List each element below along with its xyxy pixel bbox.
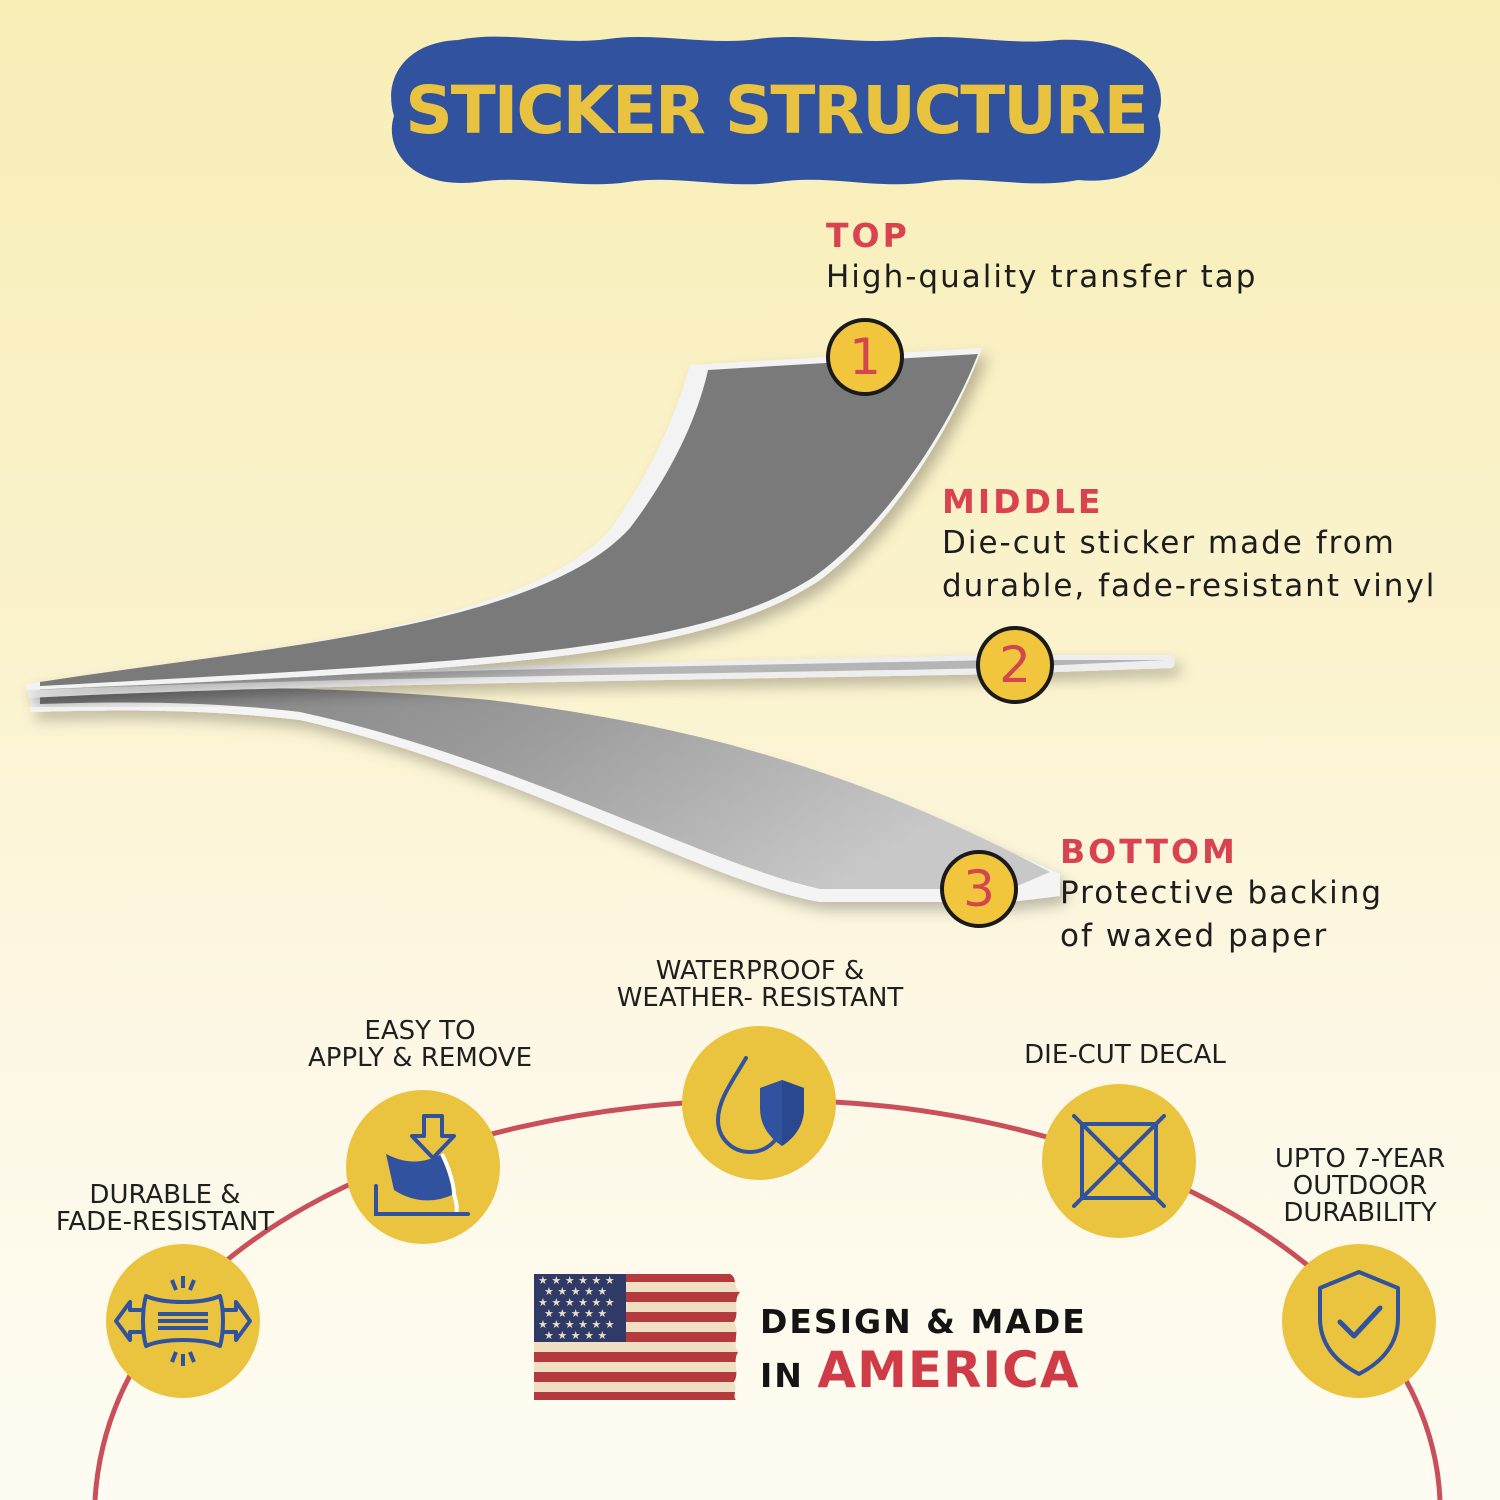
layer-description: durable, fade-resistant vinyl: [942, 568, 1437, 604]
layer-label-top: TOP High-quality transfer tap: [826, 216, 1257, 299]
feature-label-durable: DURABLE & FADE-RESISTANT: [20, 1182, 310, 1236]
feature-label-line: DURABLE &: [89, 1180, 241, 1210]
layer-description: of waxed paper: [1060, 918, 1329, 954]
made-in-line2: IN AMERICA: [760, 1342, 1087, 1404]
feature-label-easy-apply: EASY TO APPLY & REMOVE: [270, 1018, 570, 1072]
feature-label-line: APPLY & REMOVE: [307, 1043, 532, 1073]
feature-label-line: WEATHER- RESISTANT: [616, 983, 904, 1013]
made-in-prefix: IN: [760, 1356, 804, 1395]
stretch-icon: [114, 1276, 252, 1366]
layer-heading: TOP: [826, 216, 910, 255]
feature-label-line: EASY TO: [364, 1016, 476, 1046]
title-badge: [391, 36, 1162, 185]
svg-text:★ ★ ★ ★ ★: ★ ★ ★ ★ ★: [544, 1285, 607, 1298]
svg-text:★ ★ ★ ★ ★: ★ ★ ★ ★ ★: [544, 1307, 607, 1320]
feature-label-line: OUTDOOR: [1292, 1171, 1428, 1201]
feature-label-line: UPTO 7-YEAR: [1274, 1144, 1446, 1174]
feature-label-outdoor-durability: UPTO 7-YEAR OUTDOOR DURABILITY: [1230, 1146, 1490, 1227]
made-in-america: DESIGN & MADE IN AMERICA: [760, 1302, 1087, 1404]
feature-circle-die-cut: [1042, 1084, 1196, 1238]
feature-label-waterproof: WATERPROOF & WEATHER- RESISTANT: [600, 958, 920, 1012]
feature-label-die-cut: DIE-CUT DECAL: [990, 1042, 1260, 1069]
water-shield-icon: [715, 1056, 804, 1155]
layer-description: Die-cut sticker made from: [942, 525, 1396, 561]
layer-number-2: 2: [976, 626, 1054, 704]
us-flag-icon: ★ ★ ★ ★ ★ ★ ★ ★ ★ ★ ★ ★ ★ ★ ★ ★ ★ ★ ★ ★ …: [534, 1274, 740, 1400]
layer-label-middle: MIDDLE Die-cut sticker made from durable…: [942, 482, 1436, 608]
sticker-layers-illustration: [26, 348, 1175, 902]
layer-heading: BOTTOM: [1060, 832, 1238, 871]
layer-description: High-quality transfer tap: [826, 259, 1258, 295]
layer-description: Protective backing: [1060, 875, 1384, 911]
made-in-country: AMERICA: [817, 1341, 1080, 1399]
feature-label-line: WATERPROOF &: [655, 956, 865, 986]
layer-label-bottom: BOTTOM Protective backing of waxed paper: [1060, 832, 1383, 958]
feature-circle-durable: [106, 1244, 260, 1398]
shield-check-icon: [1318, 1270, 1400, 1376]
feature-circle-outdoor-durability: [1282, 1244, 1436, 1398]
feature-label-line: DIE-CUT DECAL: [1024, 1040, 1226, 1070]
svg-text:★ ★ ★ ★ ★: ★ ★ ★ ★ ★: [544, 1329, 607, 1342]
page-title: STICKER STRUCTURE: [405, 72, 1149, 149]
apply-remove-icon: [374, 1114, 470, 1216]
svg-text:★ ★ ★ ★ ★ ★: ★ ★ ★ ★ ★ ★: [538, 1318, 615, 1331]
layer-number-1: 1: [826, 318, 904, 396]
feature-circle-easy-apply: [346, 1090, 500, 1244]
feature-label-line: FADE-RESISTANT: [55, 1207, 275, 1237]
feature-label-line: DURABILITY: [1283, 1198, 1437, 1228]
svg-text:★ ★ ★ ★ ★ ★: ★ ★ ★ ★ ★ ★: [538, 1296, 615, 1309]
die-cut-icon: [1072, 1114, 1166, 1208]
layer-number-3: 3: [940, 850, 1018, 928]
layer-heading: MIDDLE: [942, 482, 1104, 521]
svg-text:★ ★ ★ ★ ★ ★: ★ ★ ★ ★ ★ ★: [538, 1274, 615, 1287]
feature-circle-waterproof: [682, 1026, 836, 1180]
made-in-line1: DESIGN & MADE: [760, 1302, 1087, 1341]
